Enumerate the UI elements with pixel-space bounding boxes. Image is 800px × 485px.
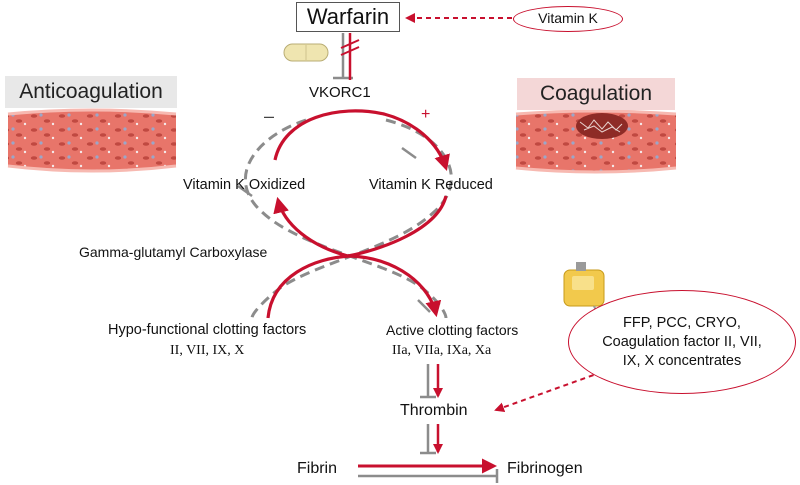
hypo-factors-label: Hypo-functional clotting factors — [108, 322, 307, 338]
carboxylase-label: Gamma-glutamyl Carboxylase — [79, 244, 268, 260]
vkorc1-label: VKORC1 — [309, 84, 371, 101]
inhibition-bar — [401, 146, 417, 160]
vitamin-k-oval: Vitamin K — [513, 6, 623, 32]
therapy-arrow — [494, 371, 603, 413]
hypo-factors-list: II, VII, IX, X — [170, 343, 245, 358]
oxidation-path — [347, 195, 448, 258]
plus-sign: + — [421, 106, 431, 123]
therapy-line-2: Coagulation factor II, VII, — [602, 333, 762, 350]
inhibited-cycle-path — [243, 118, 448, 319]
warfarin-box: Warfarin — [296, 2, 400, 32]
therapy-oval: FFP, PCC, CRYO, Coagulation factor II, V… — [568, 290, 796, 394]
fibrinogen-label: Fibrinogen — [507, 460, 583, 477]
inhibition-bar — [237, 184, 253, 198]
oxidation-arrow — [273, 196, 349, 258]
therapy-line-3: IX, X concentrates — [622, 352, 742, 369]
active-factors-list: IIa, VIIa, IXa, Xa — [392, 343, 492, 358]
pill-icon — [283, 43, 329, 62]
vitamin-k-reduced-label: Vitamin K Reduced — [369, 177, 493, 193]
minus-sign: – — [264, 106, 275, 126]
blood-bag-icon — [563, 262, 605, 325]
thrombin-label: Thrombin — [400, 402, 468, 419]
carboxylation-arrow — [266, 254, 442, 319]
reduction-arrow — [273, 109, 450, 172]
therapy-line-1: FFP, PCC, CRYO, — [623, 314, 741, 331]
vitamin-k-oxidized-label: Vitamin K Oxidized — [183, 177, 306, 193]
blocked-mark — [340, 39, 360, 49]
active-factors-label: Active clotting factors — [386, 322, 519, 338]
fibrin-label: Fibrin — [297, 460, 338, 477]
blood-clot-icon — [515, 109, 677, 174]
blood-vessel-icon — [7, 108, 177, 173]
blocked-mark — [340, 46, 360, 56]
inhibition-bar — [417, 299, 431, 313]
coagulation-banner: Coagulation — [517, 78, 675, 110]
anticoagulation-banner: Anticoagulation — [5, 76, 177, 108]
